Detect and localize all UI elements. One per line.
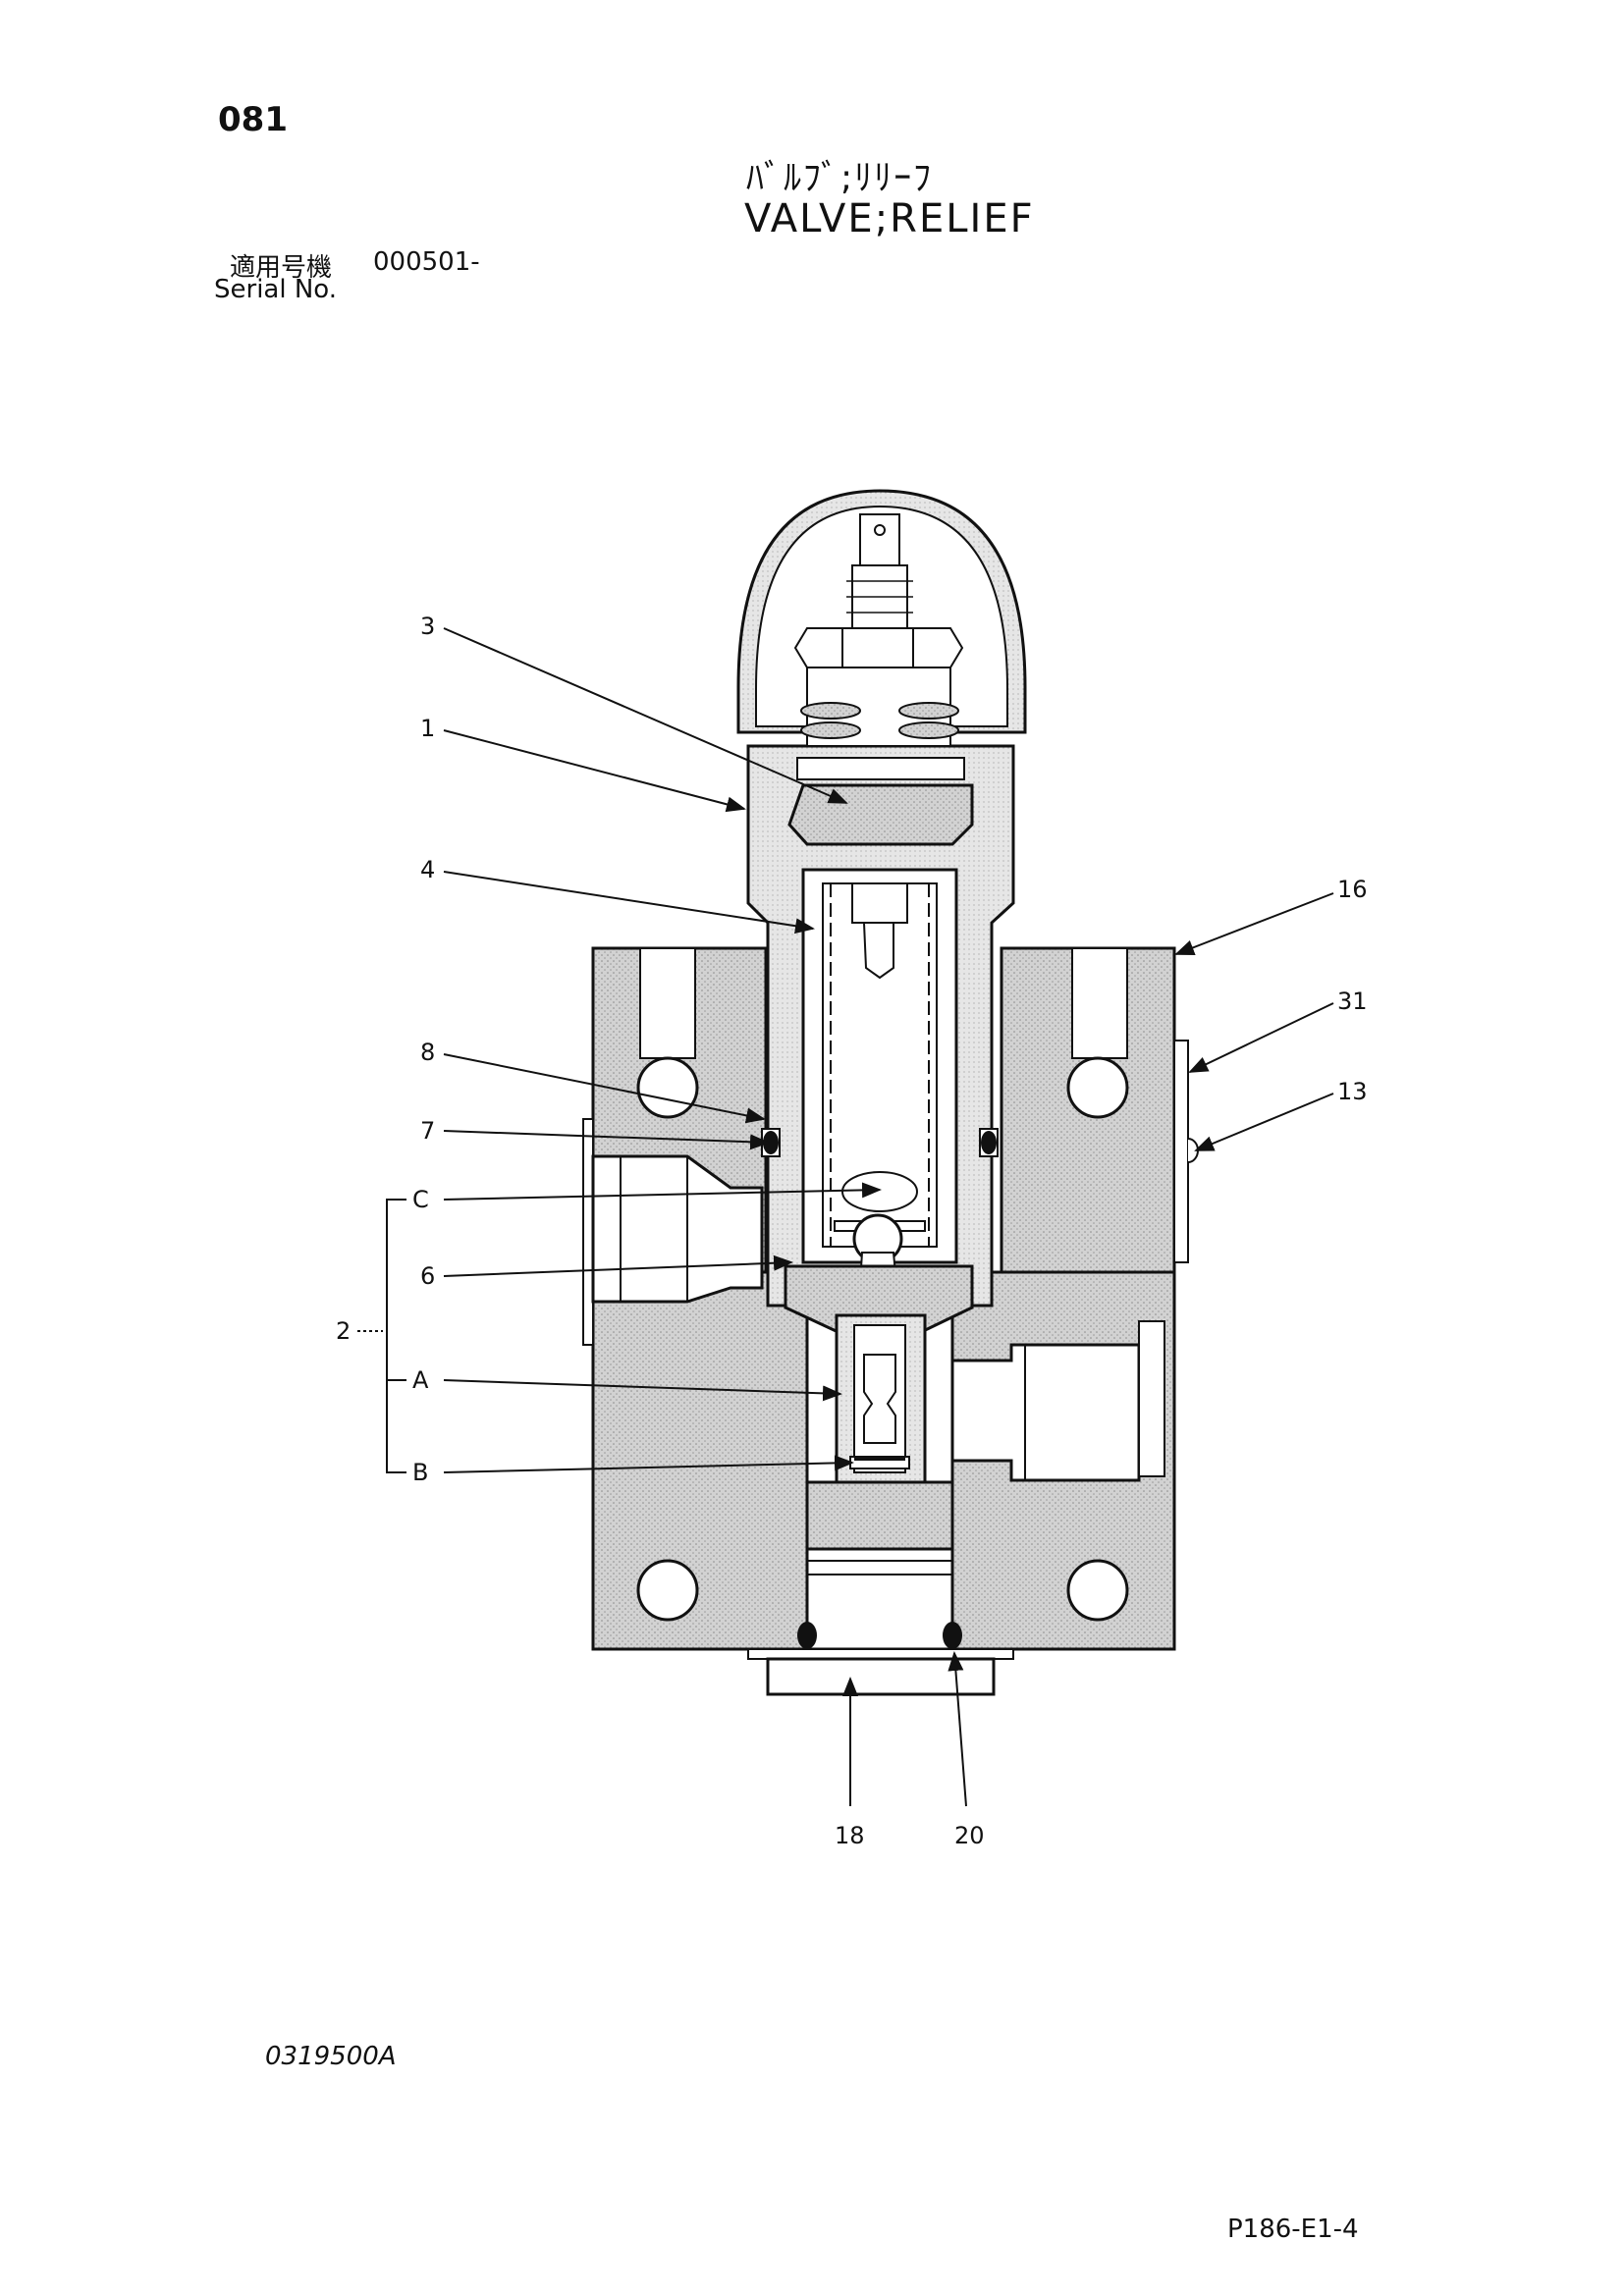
- callout-16: 16: [1337, 876, 1368, 903]
- serial-label-english: Serial No.: [214, 275, 337, 304]
- drawing-number: 0319500A: [265, 2042, 397, 2071]
- cap-dome: [736, 489, 1027, 747]
- callout-7: 7: [420, 1117, 435, 1145]
- callout-20: 20: [954, 1822, 985, 1849]
- callout-A: A: [412, 1366, 429, 1394]
- callout-8: 8: [420, 1039, 435, 1066]
- callout-3: 3: [420, 613, 435, 640]
- callout-4: 4: [420, 856, 435, 883]
- callout-C: C: [412, 1186, 429, 1213]
- bottom-bore: [805, 1547, 954, 1651]
- serial-value: 000501-: [373, 247, 480, 277]
- page-number: 081: [218, 100, 288, 139]
- mounting-hole: [1066, 1559, 1129, 1622]
- mounting-hole: [636, 1559, 699, 1622]
- plate-31: [1173, 1040, 1189, 1263]
- callout-13: 13: [1337, 1078, 1368, 1105]
- callout-B: B: [412, 1459, 428, 1486]
- title-japanese: ﾊﾞﾙﾌﾞ;ﾘﾘｰﾌ: [746, 158, 934, 198]
- callout-2: 2: [336, 1317, 351, 1345]
- plug-18: [766, 1657, 996, 1696]
- o-ring-20: [797, 1622, 817, 1649]
- callout-18: 18: [835, 1822, 865, 1849]
- mounting-hole: [636, 1056, 699, 1119]
- body-lower-left: [591, 1270, 809, 1651]
- leader-lines: [357, 627, 1334, 1807]
- page-reference: P186-E1-4: [1227, 2215, 1359, 2244]
- right-port: [950, 1343, 1141, 1482]
- cartridge: [746, 744, 1015, 1484]
- callout-31: 31: [1337, 988, 1368, 1015]
- title-english: VALVE;RELIEF: [744, 196, 1035, 241]
- mounting-hole: [1066, 1056, 1129, 1119]
- serial-label-japanese: 適用号機: [230, 253, 333, 283]
- callout-1: 1: [420, 715, 435, 742]
- callout-6: 6: [420, 1262, 435, 1290]
- o-ring-20: [943, 1622, 962, 1649]
